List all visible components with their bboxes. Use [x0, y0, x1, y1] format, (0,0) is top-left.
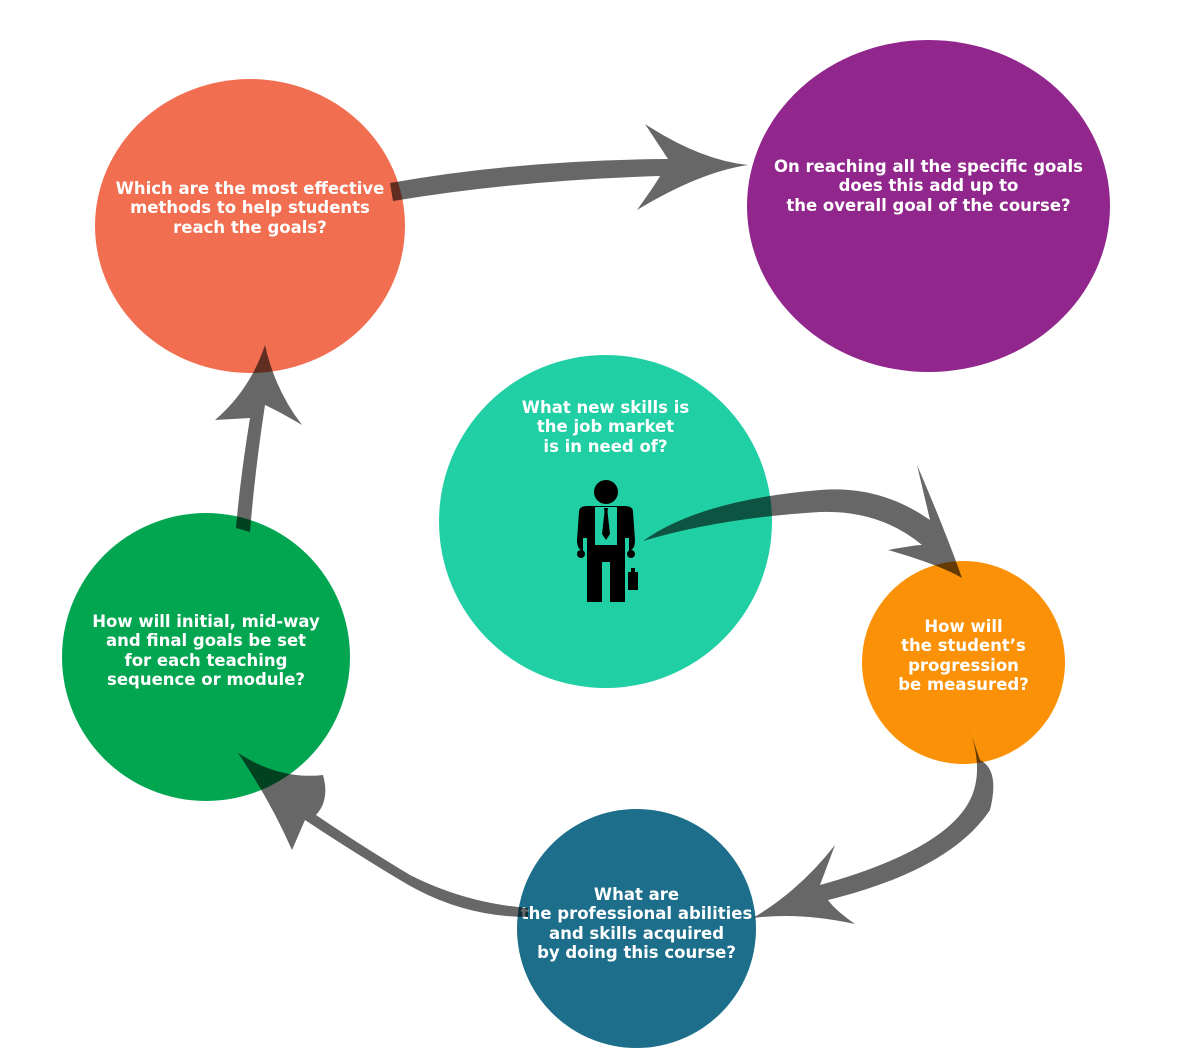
node-overall-goal: On reaching all the specific goals does … [747, 40, 1110, 372]
node-goals-set-text: How will initial, mid-way and final goal… [92, 612, 320, 690]
node-methods-text: Which are the most effective methods to … [115, 179, 385, 237]
node-methods: Which are the most effective methods to … [95, 79, 405, 373]
node-progression: How will the student’s progression be me… [862, 561, 1065, 764]
arrow-goals-to-methods [215, 345, 302, 532]
node-progression-text: How will the student’s progression be me… [898, 617, 1029, 695]
node-abilities-text: What are the professional abilities and … [520, 885, 753, 963]
businessman-icon [577, 480, 638, 602]
node-overall-goal-text: On reaching all the specific goals does … [774, 157, 1083, 215]
node-job-market-text: What new skills is the job market is in … [521, 398, 690, 456]
node-abilities: What are the professional abilities and … [517, 809, 756, 1048]
arrow-methods-to-overall [390, 124, 748, 210]
node-goals-set: How will initial, mid-way and final goal… [62, 513, 350, 801]
